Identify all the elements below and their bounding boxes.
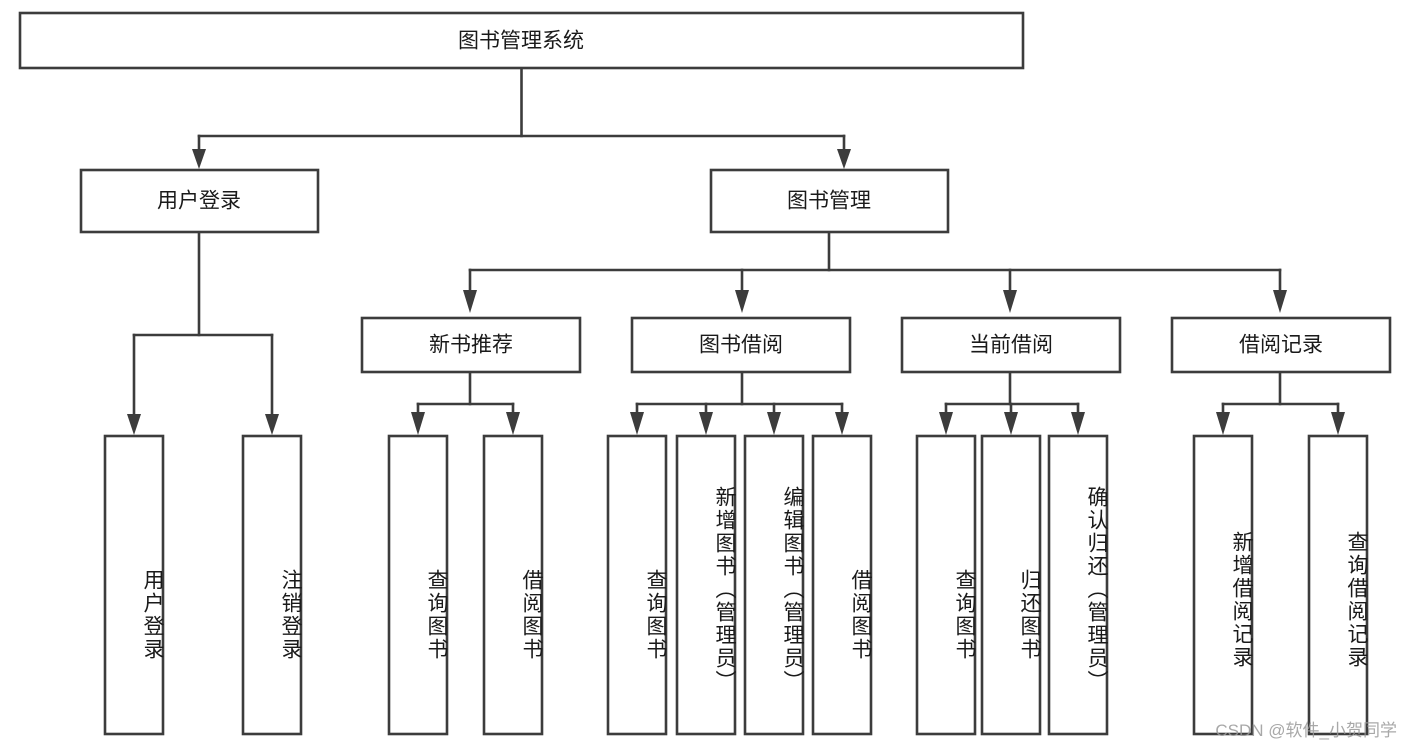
leaf-box-query-book-3[interactable]: [915, 434, 977, 736]
node-borrow-record[interactable]: 借阅记录: [1170, 316, 1392, 374]
leaf-box-borrow-book-2[interactable]: [811, 434, 873, 736]
leaf-box-borrow-book-1[interactable]: [482, 434, 544, 736]
leaf-box-add-record[interactable]: [1192, 434, 1254, 736]
leaf-boxes-new-book-recommend: [387, 434, 544, 736]
connector-userlogin-to-leaves: [127, 230, 279, 435]
connector-bookborrow-to-leaves: [630, 370, 849, 435]
leaf-boxes-user-login: [103, 434, 303, 736]
leaf-box-edit-book[interactable]: [743, 434, 805, 736]
node-root[interactable]: 图书管理系统: [18, 11, 1025, 70]
connector-currentborrow-to-leaves: [939, 370, 1085, 435]
node-current-borrow[interactable]: 当前借阅: [900, 316, 1122, 374]
node-book-borrow[interactable]: 图书借阅: [630, 316, 852, 374]
connector-newbook-to-leaves: [411, 370, 520, 435]
node-book-management-label: 图书管理: [787, 190, 871, 213]
leaf-box-confirm-return[interactable]: [1047, 434, 1109, 736]
leaf-box-query-record[interactable]: [1307, 434, 1369, 736]
node-new-book-recommend-label: 新书推荐: [429, 334, 513, 357]
node-new-book-recommend[interactable]: 新书推荐: [360, 316, 582, 374]
leaf-box-query-book-2[interactable]: [606, 434, 668, 736]
node-borrow-record-label: 借阅记录: [1239, 334, 1323, 357]
node-book-borrow-label: 图书借阅: [699, 334, 783, 357]
leaf-box-user-login[interactable]: [103, 434, 165, 736]
connector-root-to-level2: [192, 66, 851, 169]
node-root-label: 图书管理系统: [458, 30, 584, 53]
connector-bookmgmt-to-level3: [463, 230, 1287, 313]
csdn-watermark: CSDN @软件_小贺同学: [1215, 721, 1397, 740]
leaf-box-add-book[interactable]: [675, 434, 737, 736]
leaf-boxes-current-borrow: [915, 434, 1109, 736]
node-user-login-label: 用户登录: [157, 190, 241, 213]
leaf-box-return-book[interactable]: [980, 434, 1042, 736]
leaf-boxes-borrow-record: [1192, 434, 1369, 736]
node-book-management[interactable]: 图书管理: [709, 168, 950, 234]
connector-borrowrecord-to-leaves: [1216, 370, 1345, 435]
node-current-borrow-label: 当前借阅: [969, 334, 1053, 357]
leaf-box-query-book-1[interactable]: [387, 434, 449, 736]
node-user-login[interactable]: 用户登录: [79, 168, 320, 234]
leaf-boxes-book-borrow: [606, 434, 873, 736]
leaf-box-user-logout[interactable]: [241, 434, 303, 736]
